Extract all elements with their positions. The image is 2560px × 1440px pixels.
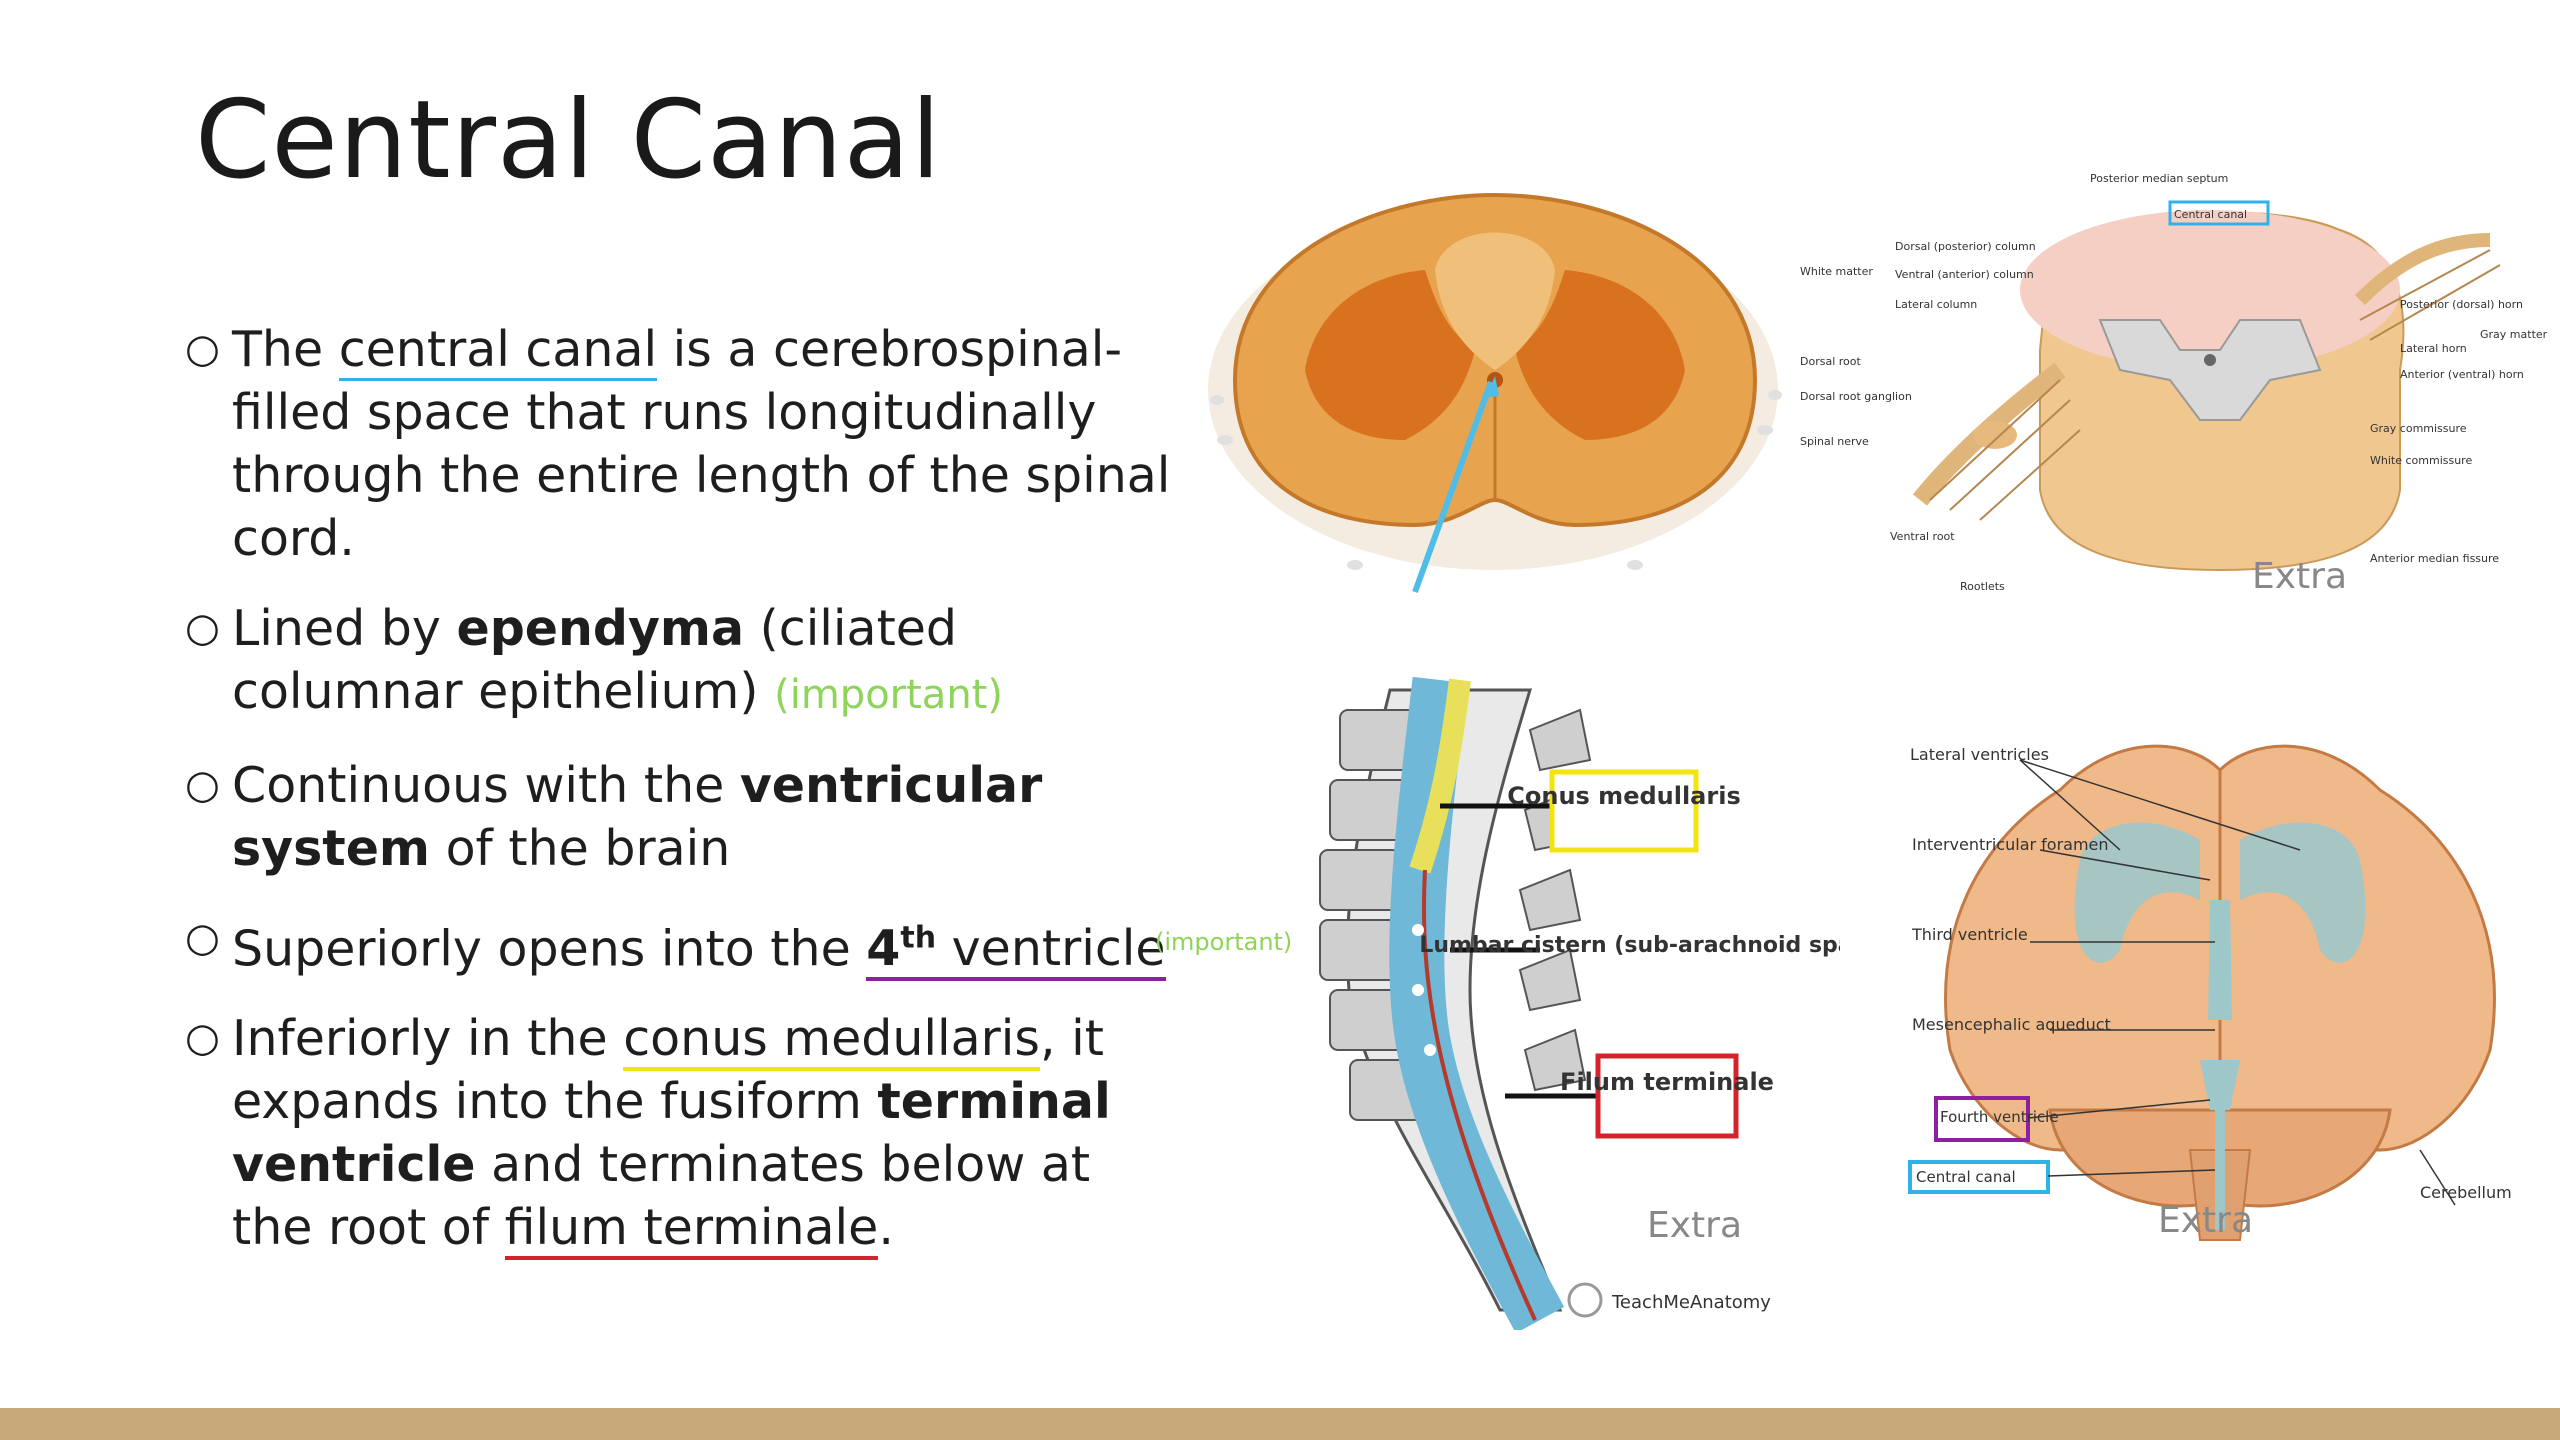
bullet-text: Continuous with the [232, 757, 740, 814]
bullet-item: ○ Superiorly opens into the 4th ventricl… [185, 907, 1185, 982]
bullet-text: Superiorly opens into the [232, 920, 867, 978]
label-central-canal: Central canal [2174, 208, 2247, 221]
label-anterior-horn: Anterior (ventral) horn [2400, 368, 2524, 381]
bullet-text: and terminates below at the root of [232, 1136, 1091, 1257]
label-ventral-root: Ventral root [1890, 530, 1955, 543]
label-third-ventricle: Third ventricle [1911, 925, 2028, 944]
label-lateral-column: Lateral column [1895, 298, 1977, 311]
brain-ventricles-diagram: Lateral ventricles Interventricular fora… [1908, 744, 2512, 1241]
label-filum-terminale: Filum terminale [1560, 1068, 1774, 1096]
underlined-term: central canal [338, 321, 658, 381]
bold-term: terminal ventricle [232, 1073, 1111, 1194]
bullet-mark: ○ [185, 762, 220, 808]
bullet-text: of the brain [430, 820, 731, 877]
bold-term: ventricular system [232, 757, 1043, 877]
label-anterior-median-fissure: Anterior median fissure [2370, 552, 2499, 565]
label-mesencephalic-aqueduct: Mesencephalic aqueduct [1912, 1015, 2111, 1034]
bullet-text: ventricle [936, 920, 1166, 978]
label-central-canal-brain: Central canal [1916, 1168, 2016, 1186]
bullet-item: ○ The central canal is a cerebrospinal-f… [185, 318, 1185, 570]
underlined-term: 4th ventricle [866, 920, 1166, 982]
label-posterior-horn: Posterior (dorsal) horn [2400, 298, 2523, 311]
label-cerebellum: Cerebellum [2420, 1183, 2512, 1202]
label-posterior-median-septum: Posterior median septum [2090, 172, 2228, 185]
bullet-list: ○ The central canal is a cerebrospinal-f… [185, 318, 1185, 1286]
footer-bar [0, 1408, 2560, 1440]
bullet-mark: ○ [185, 326, 220, 372]
extra-label: Extra [1647, 1205, 1743, 1246]
bullet-text: . [878, 1199, 894, 1257]
important-note-small: (important) [1155, 928, 1293, 956]
important-note: (important) [774, 672, 1003, 718]
bullet-text: is a cerebrospinal-filled space that run… [232, 321, 1171, 567]
underlined-term: filum terminale [504, 1199, 879, 1261]
label-white-commissure: White commissure [2370, 454, 2472, 467]
label-dorsal-root: Dorsal root [1800, 355, 1861, 368]
label-lateral-horn: Lateral horn [2400, 342, 2467, 355]
slide-title: Central Canal [195, 78, 942, 203]
label-conus-medullaris: Conus medullaris [1507, 782, 1740, 810]
bullet-text: Lined by [232, 600, 457, 657]
label-interventricular-foramen: Interventricular foramen [1912, 835, 2109, 854]
label-lateral-ventricles: Lateral ventricles [1910, 745, 2049, 764]
bullet-mark: ○ [185, 605, 220, 651]
extra-label: Extra [2158, 1200, 2254, 1241]
label-ventral-column: Ventral (anterior) column [1895, 268, 2034, 281]
bullet-text: The [232, 321, 339, 378]
label-fourth-ventricle: Fourth ventricle [1940, 1108, 2059, 1126]
spinal-cord-3d-diagram: Posterior median septum Central canal Do… [1800, 172, 2548, 593]
credit-text: TeachMeAnatomy [1611, 1292, 1771, 1313]
label-dorsal-root-ganglion: Dorsal root ganglion [1800, 390, 1912, 403]
label-dorsal-column: Dorsal (posterior) column [1895, 240, 2036, 253]
bullet-item: ○ Continuous with the ventricular system… [185, 754, 1185, 880]
lumbar-sagittal-diagram: Conus medullaris Lumbar cistern (sub-ara… [1319, 676, 1840, 1330]
extra-label: Extra [2252, 556, 2348, 597]
bullet-text: (ciliated columnar epithelium) [232, 600, 958, 720]
label-white-matter: White matter [1800, 265, 1873, 278]
bullet-item: ○ Inferiorly in the conus medullaris, it… [185, 1007, 1185, 1261]
label-gray-matter: Gray matter [2480, 328, 2548, 341]
label-lumbar-cistern: Lumbar cistern (sub-arachnoid space) [1419, 933, 1840, 958]
superscript: th [900, 921, 937, 956]
bold-term: ependyma [456, 600, 745, 657]
bold-term: 4 [866, 920, 901, 978]
bullet-text: , it expands into the fusiform [232, 1010, 1104, 1131]
label-gray-commissure: Gray commissure [2370, 422, 2467, 435]
bullet-text: Inferiorly in the [232, 1010, 624, 1068]
bullet-item: ○ Lined by ependyma (ciliated columnar e… [185, 597, 1185, 727]
bullet-mark: ○ [185, 1015, 220, 1062]
label-spinal-nerve: Spinal nerve [1800, 435, 1869, 448]
bullet-mark: ○ [185, 915, 220, 961]
underlined-term: conus medullaris [623, 1010, 1040, 1072]
spinal-cord-cross-section [1208, 192, 1782, 594]
label-rootlets: Rootlets [1960, 580, 2005, 593]
